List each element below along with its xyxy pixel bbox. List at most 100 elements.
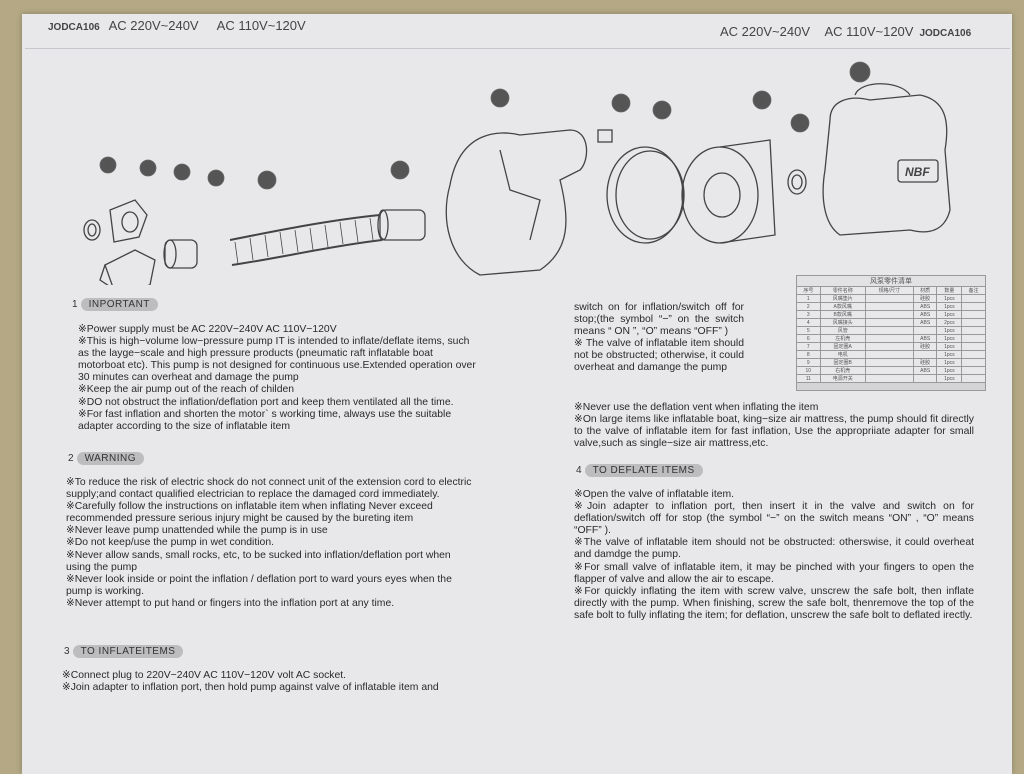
section-number: 3 (64, 646, 70, 657)
bullet-item: ※Never use the deflation vent when infla… (574, 402, 819, 413)
table-cell: ABS (912, 310, 938, 319)
table-cell (912, 350, 938, 359)
table-cell: 1pcs (936, 294, 963, 303)
table-cell: 6 (796, 334, 821, 343)
part-connector (163, 239, 198, 269)
bullet-item: ※DO not obstruct the inflation/deflation… (78, 396, 454, 408)
model-code: JODCA106 (919, 28, 972, 39)
bullet-item: ※For small valve of inflatable item, it … (574, 561, 974, 585)
table-cell (961, 294, 986, 303)
callout-label: 3 (179, 168, 185, 179)
callout: 4 (390, 160, 410, 180)
callouts: 1 2 3 4 5 4 6 11 7 8 9 10 (99, 61, 871, 190)
section-number: 1 (72, 299, 78, 310)
callout-label: 10 (854, 68, 866, 79)
table-cell (961, 310, 986, 319)
table-cell (961, 366, 986, 375)
table-cell (961, 342, 986, 351)
table-header: 序号 (796, 286, 821, 295)
table-header-row: 序号零件名称规格/尺寸材质数量备注 (796, 286, 986, 295)
part-right-housing: NBF (822, 83, 951, 236)
section-3-body: ※Connect plug to 220V−240V AC 110V−120V … (62, 670, 482, 694)
model-code: JODCA106 (48, 22, 100, 33)
table-cell: 2pcs (936, 318, 963, 327)
table-cell (864, 294, 914, 303)
table-cell (864, 318, 914, 327)
table-cell (864, 326, 914, 335)
table-cell (864, 334, 914, 343)
part-hose (229, 214, 383, 266)
table-cell: 7 (796, 342, 821, 351)
section-1-body: ※Power supply must be AC 220V−240V AC 11… (78, 324, 480, 433)
table-cell (864, 350, 914, 359)
table-cell (961, 302, 986, 311)
table-cell: 电源开关 (819, 374, 866, 383)
table-cell (864, 302, 914, 311)
callout-label: 6 (497, 94, 503, 105)
bullet-item: ※The valve of inflatable item should not… (574, 537, 974, 561)
table-header: 零件名称 (819, 286, 866, 295)
bullet-item: ※Keep the air pump out of the reach of c… (78, 384, 295, 396)
table-cell: ABS (912, 318, 938, 327)
callout: 5 (257, 170, 277, 190)
table-cell: 电机 (819, 350, 866, 359)
part-switch (597, 129, 613, 143)
table-cell: 1pcs (936, 358, 963, 367)
table-cell: 1pcs (936, 326, 963, 335)
bullet-item: ※This is high−volume low−pressure pump I… (78, 336, 476, 384)
table-cell: 1 (796, 294, 821, 303)
callout-label: 5 (264, 176, 270, 187)
voltage-2: AC 110V~120V (824, 24, 914, 39)
callout: 9 (790, 113, 810, 133)
callout-label: 9 (797, 119, 803, 130)
callout-label: 4 (397, 166, 403, 177)
callout: 3 (173, 163, 191, 181)
bullet-item: ※Never allow sands, small rocks, etc, to… (66, 549, 451, 573)
callout-label: 4 (213, 174, 219, 185)
brand-logo: NBF (905, 165, 930, 179)
table-cell (961, 318, 986, 327)
table-cell: 11 (796, 374, 821, 383)
table-cell: 固定圈B (819, 358, 866, 367)
bullet-item: ※Never look inside or point the inflatio… (66, 573, 452, 597)
callout-label: 1 (105, 161, 111, 172)
table-cell (912, 326, 938, 335)
voltage-2: AC 110V~120V (216, 18, 306, 33)
table-cell (961, 326, 986, 335)
table-cell: 1pcs (936, 334, 963, 343)
table-cell: 5 (796, 326, 821, 335)
table-cell (912, 374, 938, 383)
header-left: JODCA106 AC 220V~240V AC 110V~120V (42, 18, 306, 33)
table-cell (961, 334, 986, 343)
bullet-item: ※On large items like inflatable boat, ki… (574, 414, 974, 450)
callout: 11 (611, 93, 631, 113)
table-cell: 风管 (819, 326, 866, 335)
callout-label: 8 (759, 96, 765, 107)
bullet-item: ※Power supply must be AC 220V−240V AC 11… (78, 324, 337, 335)
table-cell: 左机壳 (819, 334, 866, 343)
table-footer-row (796, 382, 986, 391)
table-cell (961, 358, 986, 367)
bullet-item: ※For quickly inflating the item with scr… (574, 585, 974, 621)
callout: 2 (139, 159, 157, 177)
table-cell: 2 (796, 302, 821, 311)
bullet-item: ※Never attempt to put hand or fingers in… (66, 597, 395, 609)
part-motor (681, 139, 776, 244)
table-cell: 1pcs (936, 350, 963, 359)
section-title: TO INFLATEITEMS (72, 645, 184, 658)
bullet-item: ※Open the valve of inflatable item. (574, 489, 735, 500)
table-cell: ABS (912, 334, 938, 343)
part-nozzle-b (99, 249, 156, 285)
table-cell: 1pcs (936, 310, 963, 319)
callout: 7 (652, 100, 672, 120)
